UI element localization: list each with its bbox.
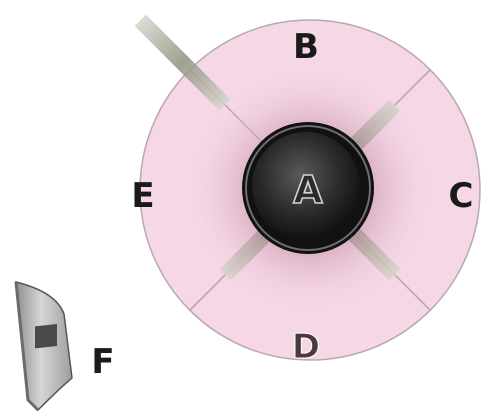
label-left: E <box>131 176 154 216</box>
side-panel-button[interactable] <box>35 324 57 348</box>
side-panel[interactable] <box>16 282 72 410</box>
label-center: A <box>293 168 323 212</box>
label-top: B <box>293 27 319 67</box>
label-bottom: D <box>292 327 320 367</box>
label-right: C <box>449 176 474 216</box>
center-knob[interactable]: A <box>242 122 374 254</box>
label-side: F <box>91 342 114 382</box>
